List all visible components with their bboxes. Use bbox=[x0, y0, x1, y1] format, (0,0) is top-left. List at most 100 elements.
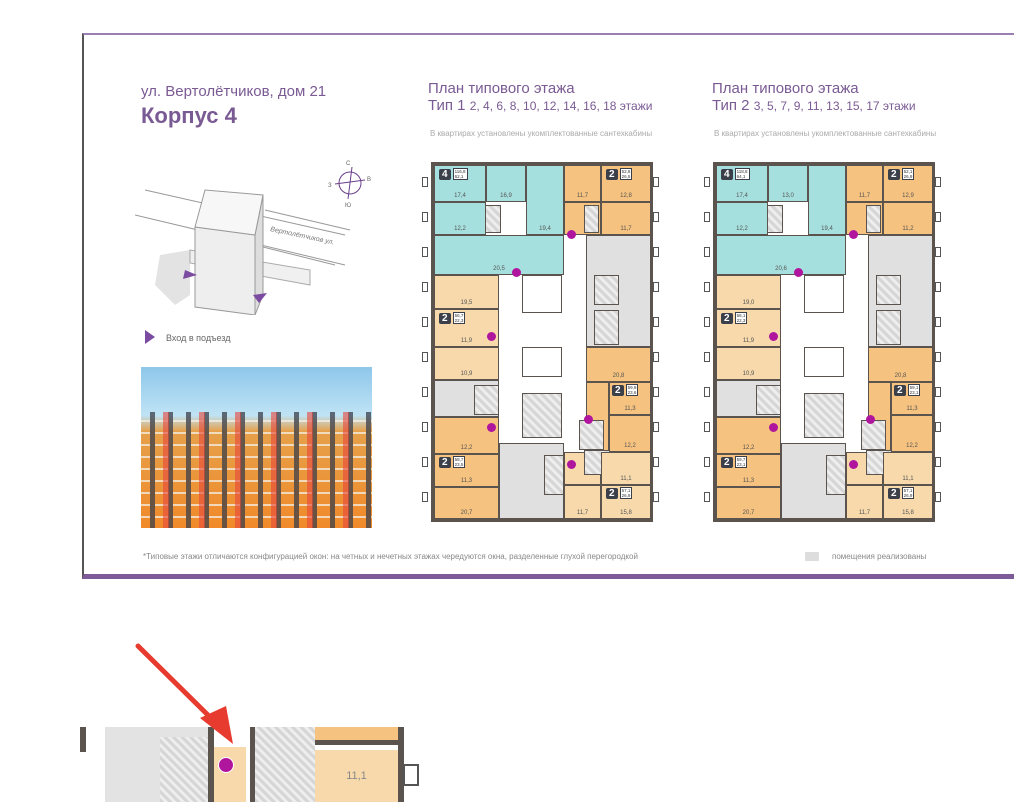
apartment-area: 59,9 23,6 bbox=[625, 384, 639, 396]
entrance-dot bbox=[769, 423, 778, 432]
room: 12,2 bbox=[716, 202, 768, 235]
footnote: *Типовые этажи отличаются конфигурацией … bbox=[143, 552, 638, 561]
wall bbox=[208, 727, 214, 802]
compass-icon bbox=[334, 166, 366, 200]
window-icon bbox=[653, 177, 659, 187]
plan-2-heading: План типового этажа bbox=[712, 80, 859, 97]
entrance-legend-icon bbox=[145, 330, 155, 344]
room: 16,9 bbox=[486, 165, 526, 202]
room: 13,0 bbox=[768, 165, 808, 202]
apartment-area: 52,1 26,9 bbox=[901, 168, 915, 180]
building-photo bbox=[141, 367, 372, 528]
window-icon bbox=[653, 212, 659, 222]
window-icon bbox=[704, 282, 710, 292]
plan-1-floors: 2, 4, 6, 8, 10, 12, 14, 16, 18 этажи bbox=[469, 99, 653, 113]
window-icon bbox=[704, 422, 710, 432]
room: 19,4 bbox=[526, 165, 564, 235]
window-icon bbox=[422, 422, 428, 432]
room: 11,2 bbox=[883, 202, 933, 235]
bathroom bbox=[544, 455, 564, 495]
bathroom bbox=[861, 420, 886, 450]
entrance-dot bbox=[584, 415, 593, 424]
zoomed-plan-detail: 11,1 bbox=[80, 727, 420, 802]
sold-legend-swatch bbox=[805, 552, 819, 561]
entrance-marker-icon bbox=[253, 293, 267, 303]
entrance-dot bbox=[849, 460, 858, 469]
compass-west-label: З bbox=[328, 183, 332, 189]
window-icon bbox=[704, 352, 710, 362]
entrance-dot bbox=[487, 423, 496, 432]
apartment-area: 59,7 23,1 bbox=[734, 456, 748, 468]
wall bbox=[80, 727, 86, 752]
window-icon bbox=[653, 422, 659, 432]
bathroom bbox=[579, 420, 604, 450]
apartment-area: 118,8 64,1 bbox=[734, 168, 750, 180]
room: 19,4 bbox=[808, 165, 846, 235]
window-icon bbox=[422, 212, 428, 222]
window-icon bbox=[422, 352, 428, 362]
room: 12,2 bbox=[891, 415, 933, 452]
room: 20,5 bbox=[434, 235, 564, 275]
window-icon bbox=[422, 282, 428, 292]
window-icon bbox=[653, 387, 659, 397]
entrance-marker-icon bbox=[183, 270, 197, 279]
room-count: 2 bbox=[721, 456, 733, 468]
room-count: 4 bbox=[439, 168, 451, 180]
apartment-area: 56,1 22,3 bbox=[734, 312, 748, 324]
room: 10,9 bbox=[716, 347, 781, 380]
room-count: 2 bbox=[606, 487, 618, 499]
window-icon bbox=[704, 177, 710, 187]
apartment-area: 57,1 26,9 bbox=[619, 487, 633, 499]
room-count: 2 bbox=[439, 456, 451, 468]
room: 11,1 bbox=[601, 452, 651, 485]
compass-east-label: В bbox=[367, 177, 371, 183]
window-icon bbox=[935, 282, 941, 292]
window-icon bbox=[403, 764, 419, 786]
entrance-dot bbox=[567, 460, 576, 469]
plan-1-type: Тип 1 bbox=[428, 97, 466, 114]
window-icon bbox=[935, 457, 941, 467]
room: 11,7 bbox=[564, 165, 601, 202]
entrance-dot bbox=[866, 415, 875, 424]
entrance-dot bbox=[849, 230, 858, 239]
window-icon bbox=[704, 457, 710, 467]
room: 19,0 bbox=[716, 275, 781, 309]
window-icon bbox=[935, 422, 941, 432]
bathroom bbox=[474, 385, 499, 415]
window-icon bbox=[422, 457, 428, 467]
room-count: 2 bbox=[888, 168, 900, 180]
bathroom bbox=[594, 275, 619, 305]
window-icon bbox=[422, 492, 428, 502]
bathroom bbox=[594, 310, 619, 345]
room: 10,9 bbox=[434, 347, 499, 380]
room-count: 2 bbox=[888, 487, 900, 499]
window-icon bbox=[935, 387, 941, 397]
elevator-core bbox=[804, 275, 844, 313]
plan-2-note: В квартирах установлены укомплектованные… bbox=[714, 129, 937, 138]
wall bbox=[398, 727, 404, 802]
apartment-area: 57,1 26,9 bbox=[901, 487, 915, 499]
window-icon bbox=[935, 492, 941, 502]
bathroom bbox=[866, 205, 881, 233]
elevator-core bbox=[804, 347, 844, 377]
room-count: 4 bbox=[721, 168, 733, 180]
room-count: 2 bbox=[606, 168, 618, 180]
bathroom bbox=[250, 727, 315, 802]
window-icon bbox=[704, 247, 710, 257]
room: 12,2 bbox=[716, 417, 781, 454]
window-icon bbox=[422, 317, 428, 327]
window-icon bbox=[704, 492, 710, 502]
building-title: Корпус 4 bbox=[141, 103, 237, 128]
